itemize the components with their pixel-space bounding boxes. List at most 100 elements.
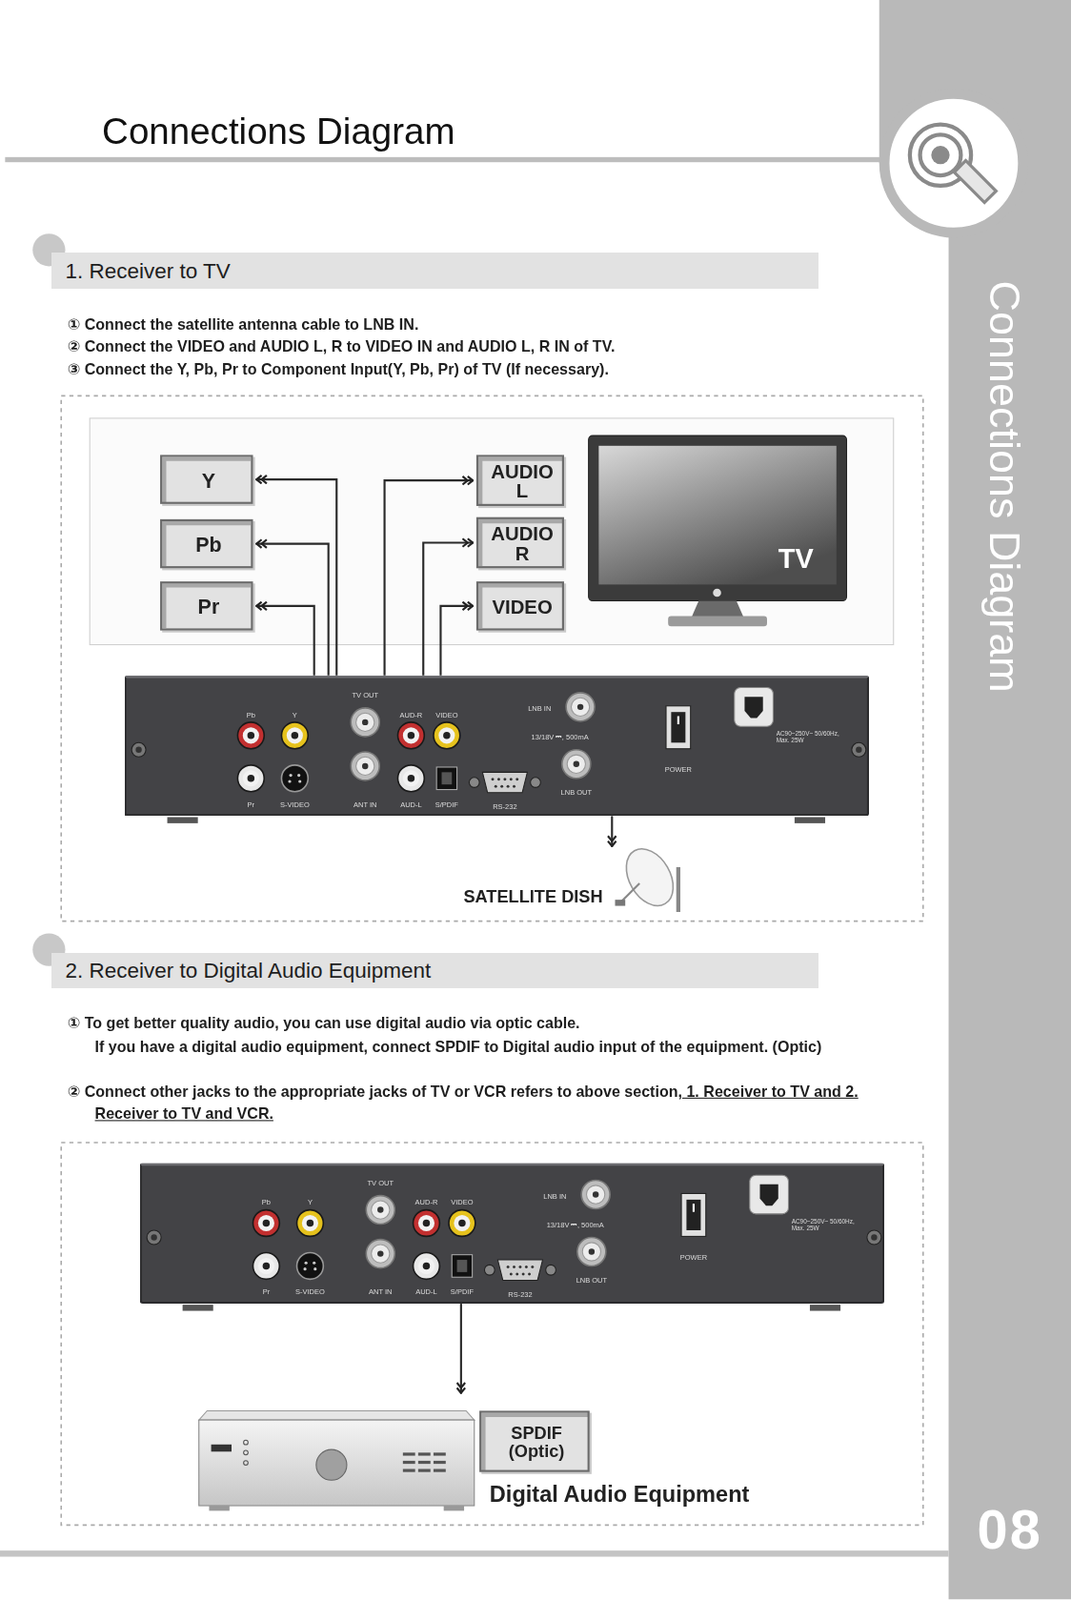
input-tag: AUDIO L [476, 454, 565, 506]
receiver-rear-panel: Pb Y Pr S-VIDEO TV OUT ANT IN AUD-R VIDEO AUD-L S… [140, 1162, 885, 1304]
foot [809, 1304, 841, 1311]
jack-label: AUD-L [400, 800, 422, 809]
bottom-rule [0, 1550, 950, 1556]
jack-label: AUD-R [415, 1198, 439, 1208]
jack-label: S/PDIF [450, 1288, 474, 1297]
section-heading: 2. Receiver to Digital Audio Equipment [51, 952, 819, 988]
foot [167, 816, 199, 823]
jack-label: S-VIDEO [295, 1288, 325, 1297]
jack-label: Y [292, 710, 298, 720]
input-tag: AUDIO R [476, 517, 565, 569]
rca-jack [413, 1210, 441, 1237]
node-text: VIDEO [491, 597, 552, 617]
instruction: ② Connect other jacks to the appropriate… [67, 1082, 683, 1100]
instruction: ③ Connect the Y, Pb, Pr to Component Inp… [67, 358, 925, 382]
node-text: SPDIF (Optic) [497, 1424, 575, 1459]
signal-cable [423, 542, 473, 675]
power-switch [681, 1192, 707, 1236]
satellite-dish: SATELLITE DISH [423, 848, 704, 912]
jack-label: LNB OUT [561, 788, 592, 797]
tv-set: TV [588, 435, 848, 629]
jack-label: LNB OUT [576, 1275, 607, 1285]
rca-jack [237, 765, 264, 792]
section-frame [60, 395, 924, 921]
node-text: Pr [198, 596, 221, 617]
node-text: 1. Receiver to TV [65, 258, 231, 283]
screw [131, 742, 146, 757]
node-text: Pb [195, 534, 222, 555]
rca-jack [297, 1210, 324, 1237]
s-video-jack [281, 765, 308, 792]
node-text: Y [202, 469, 216, 490]
instruction-paragraph: ② Connect other jacks to the appropriate… [67, 1080, 925, 1126]
instruction: ① To get better quality audio, you can u… [67, 1011, 925, 1035]
signal-cable [440, 606, 473, 676]
node-text: SATELLITE DISH [423, 887, 603, 908]
rca-jack [448, 1210, 476, 1237]
power-socket [749, 1174, 789, 1214]
page-number: 08 [953, 1496, 1067, 1560]
jack-label: Pr [262, 1288, 270, 1297]
jack-label: TV OUT [351, 691, 378, 701]
f-connector [577, 1236, 607, 1266]
node-text: AUDIO L [488, 462, 557, 502]
rca-jack [281, 722, 308, 749]
jack-label: Y [307, 1198, 313, 1208]
jack-label: 13/18V ⎓, 500mA [546, 1220, 605, 1230]
jack-label: RS-232 [507, 1290, 532, 1299]
instruction: ② Connect the VIDEO and AUDIO L, R to VI… [67, 335, 925, 359]
signal-cable [384, 480, 474, 675]
jack-label: AUD-R [400, 710, 424, 720]
instruction: ① Connect the satellite antenna cable to… [67, 313, 925, 337]
jack-label: ANT IN [353, 800, 377, 809]
power-socket [734, 687, 774, 728]
sidebar-title: Connections Diagram [979, 248, 1031, 725]
jack-label: Pb [262, 1198, 271, 1208]
optical-jack [436, 767, 457, 790]
icon-ring [884, 93, 1024, 233]
section-frame [60, 1142, 924, 1525]
jack-label: AUD-L [415, 1288, 437, 1297]
signal-cable [610, 815, 613, 847]
jack-label: AC90~250V~ 50/60Hz, Max. 25W [776, 729, 849, 745]
input-tag: Pb [160, 519, 253, 568]
rca-jack [397, 722, 425, 749]
jack-label: POWER [665, 766, 692, 775]
f-connector [350, 707, 380, 737]
signal-cable [256, 606, 315, 676]
optical-jack [451, 1254, 472, 1278]
tv-area-frame [89, 418, 894, 646]
antenna-icon [909, 124, 996, 203]
jack-label: LNB IN [543, 1192, 566, 1201]
jack-label: TV OUT [367, 1178, 394, 1188]
f-connector [365, 1195, 395, 1225]
jack-label: VIDEO [435, 710, 458, 720]
jack-label: ANT IN [368, 1288, 392, 1297]
jack-label: S/PDIF [435, 800, 459, 809]
f-connector [562, 749, 591, 779]
rca-jack [397, 765, 425, 792]
foot [794, 816, 826, 823]
power-switch [666, 706, 691, 749]
rs232-port [468, 771, 541, 792]
jack-label: AC90~250V~ 50/60Hz, Max. 25W [791, 1217, 864, 1233]
page-title: Connections Diagram [101, 110, 456, 154]
jack-label: RS-232 [492, 802, 517, 811]
jack-label: Pr [247, 800, 255, 809]
jack-label: VIDEO [450, 1198, 473, 1208]
rca-jack [413, 1252, 441, 1280]
jack-label: S-VIDEO [280, 800, 310, 809]
f-connector [581, 1180, 610, 1210]
screw [146, 1230, 162, 1245]
sidebar [949, 0, 1071, 1600]
jack-label: Pb [246, 710, 256, 720]
f-connector [565, 692, 595, 722]
title-rule [4, 157, 885, 162]
f-connector [350, 751, 380, 781]
rca-jack [252, 1210, 280, 1237]
input-tag: VIDEO [476, 581, 565, 630]
instruction: If you have a digital audio equipment, c… [95, 1035, 922, 1059]
spdif-tag: SPDIF (Optic) [479, 1410, 590, 1472]
rca-jack [252, 1252, 280, 1280]
tv-illustration [588, 435, 848, 629]
